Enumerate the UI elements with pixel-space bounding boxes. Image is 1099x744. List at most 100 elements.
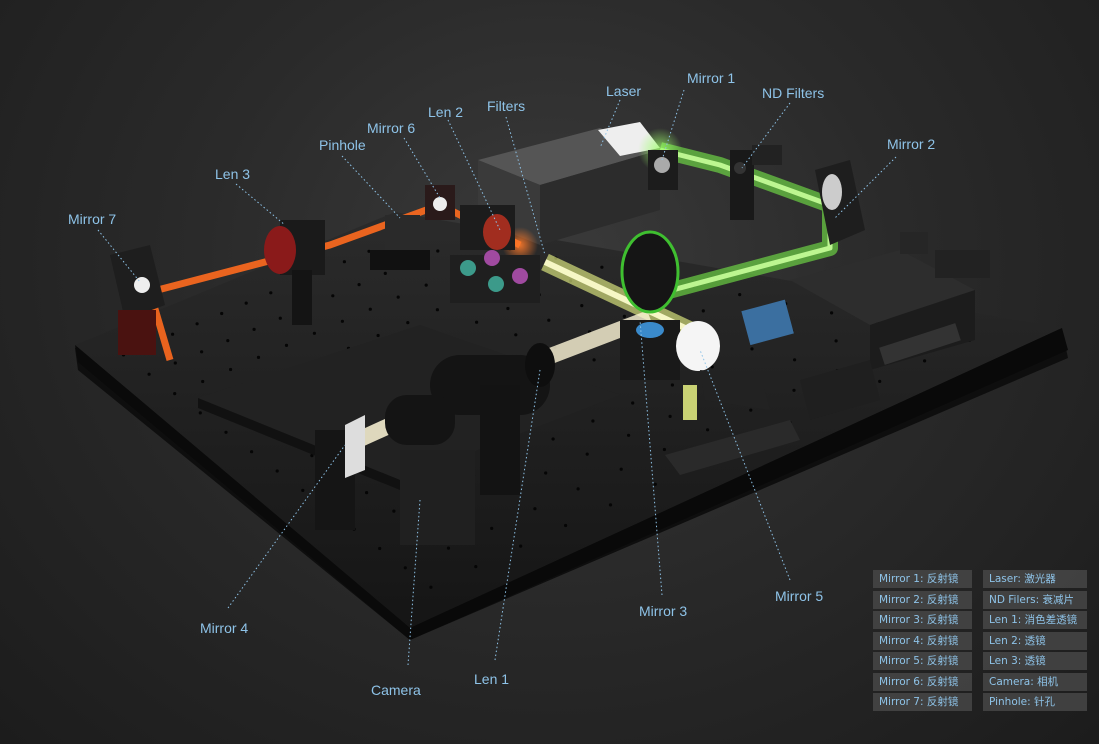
mounting-hole [436, 249, 440, 253]
legend-item: ND Filers: 衰减片 [983, 590, 1087, 609]
len3-mount [264, 220, 325, 325]
mounting-hole [342, 260, 346, 264]
mounting-hole [710, 365, 714, 369]
mounting-hole [224, 430, 228, 434]
mounting-hole [878, 379, 882, 383]
chopper-wheel [620, 230, 680, 314]
mounting-hole [608, 503, 613, 507]
callout-mirror4: Mirror 4 [200, 620, 249, 636]
mounting-hole [392, 509, 396, 513]
mounting-hole [514, 333, 518, 337]
mounting-hole [301, 488, 305, 492]
legend-item: Mirror 7: 反射镜 [873, 693, 972, 711]
mounting-hole [376, 333, 380, 338]
linear-rail [665, 360, 880, 475]
mounting-hole [429, 585, 433, 589]
mounting-hole [357, 283, 361, 287]
mounting-hole [284, 343, 289, 347]
callout-len1: Len 1 [474, 671, 510, 687]
mounting-hole [631, 401, 635, 405]
legend-item: Camera: 相机 [983, 672, 1087, 691]
electronics-box [790, 232, 990, 370]
mounting-hole [435, 308, 439, 312]
mounting-hole [923, 359, 927, 363]
legend-components-column: Laser: 激光器 ND Filers: 衰减片 Len 1: 消色差透镜 L… [983, 570, 1087, 714]
mounting-hole [406, 321, 410, 325]
mounting-hole [834, 339, 838, 343]
mounting-hole [226, 339, 230, 343]
legend-item: Len 2: 透镜 [983, 631, 1087, 650]
legend-item: Mirror 1: 反射镜 [873, 570, 972, 588]
mounting-hole [830, 311, 834, 315]
mounting-hole [653, 482, 657, 486]
mounting-hole [600, 265, 604, 269]
mounting-hole [670, 383, 675, 387]
mounting-hole [200, 350, 204, 354]
legend-item: Mirror 6: 反射镜 [873, 672, 972, 691]
mounting-hole [331, 294, 335, 298]
mounting-hole [256, 355, 261, 359]
mounting-hole [383, 271, 387, 275]
callout-mirror2: Mirror 2 [887, 136, 936, 152]
mounting-hole [619, 467, 623, 471]
mirror7-mount [110, 245, 165, 355]
callout-mirror7: Mirror 7 [68, 211, 117, 227]
callout-mirror1: Mirror 1 [687, 70, 736, 86]
mounting-hole [446, 546, 451, 550]
mounting-hole [312, 331, 316, 335]
mounting-hole [147, 372, 151, 376]
nd-filter-mount [730, 145, 782, 220]
mounting-hole [368, 307, 372, 311]
callout-laser: Laser [606, 83, 642, 99]
mounting-hole [519, 544, 523, 548]
mounting-hole [662, 447, 667, 452]
mounting-hole [424, 283, 428, 287]
mounting-hole [706, 428, 710, 432]
legend-item: Mirror 2: 反射镜 [873, 590, 972, 609]
mounting-hole [250, 450, 254, 454]
mounting-hole [580, 304, 584, 308]
len1-mount [430, 343, 555, 495]
mounting-hole [310, 454, 314, 458]
callout-mirror6: Mirror 6 [367, 120, 416, 136]
callout-len2: Len 2 [428, 104, 464, 120]
mounting-hole [585, 452, 589, 456]
mirror5-mount [676, 299, 794, 410]
mounting-hole [750, 347, 754, 351]
mounting-hole [551, 437, 555, 441]
mounting-hole [173, 392, 177, 396]
mounting-hole [365, 491, 369, 495]
callout-filters: Filters [487, 98, 526, 114]
mounting-hole [738, 293, 742, 297]
mounting-hole [544, 471, 548, 475]
mounting-hole [627, 433, 631, 437]
camera-device [385, 395, 475, 545]
mounting-hole [269, 291, 273, 295]
mounting-hole [506, 306, 510, 311]
mounting-hole [622, 314, 627, 318]
mounting-hole [278, 316, 282, 320]
legend-item: Pinhole: 针孔 [983, 693, 1087, 711]
mounting-hole [668, 414, 672, 418]
legend: Mirror 1: 反射镜 Mirror 2: 反射镜 Mirror 3: 反射… [873, 570, 1087, 716]
callout-nd-filters: ND Filters [762, 85, 825, 101]
mounting-hole [576, 487, 580, 491]
mounting-hole [403, 566, 407, 570]
callout-mirror5: Mirror 5 [775, 588, 824, 604]
mounting-hole [547, 318, 551, 322]
filter-holders [450, 250, 540, 303]
mounting-hole [275, 469, 279, 473]
mounting-hole [378, 546, 382, 551]
mounting-hole [475, 320, 479, 324]
pinhole-mount [370, 215, 430, 270]
mounting-hole [252, 327, 256, 331]
mounting-hole [701, 309, 705, 313]
len2-mount [460, 205, 515, 250]
legend-item: Mirror 4: 反射镜 [873, 631, 972, 650]
mounting-hole [173, 361, 177, 365]
legend-item: Len 3: 透镜 [983, 652, 1087, 670]
legend-item: Mirror 5: 反射镜 [873, 652, 972, 670]
mounting-hole [229, 367, 233, 372]
mounting-hole [490, 526, 494, 531]
mounting-hole [592, 358, 596, 362]
